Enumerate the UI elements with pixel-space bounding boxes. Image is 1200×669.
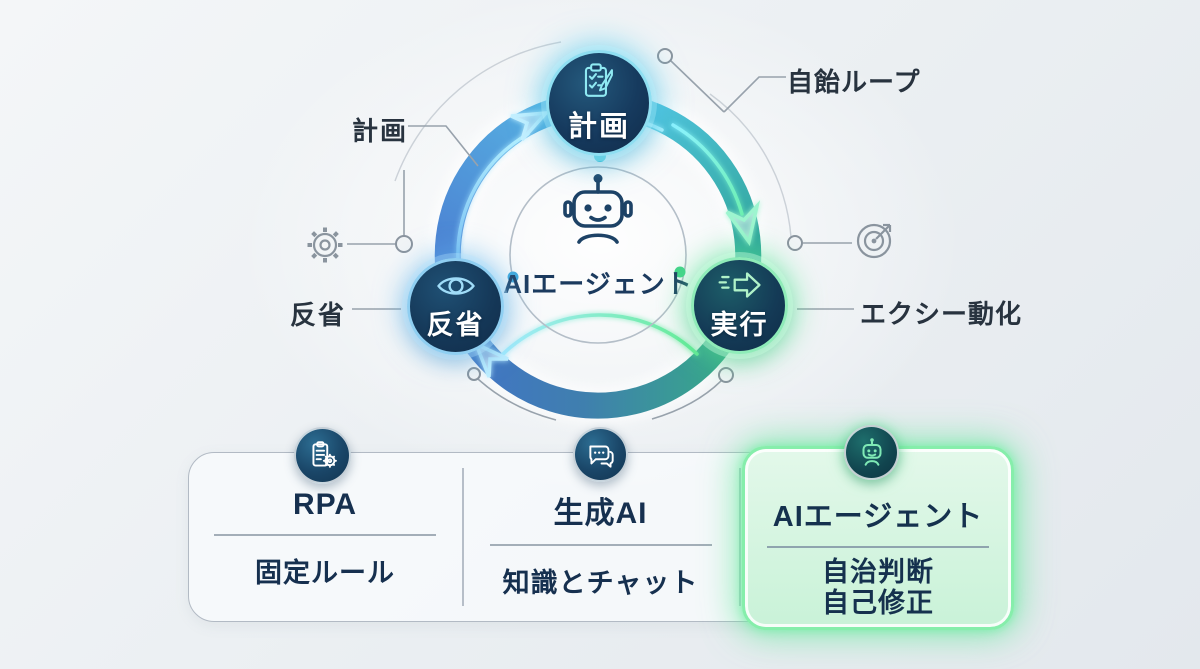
panel-divider-1 — [462, 468, 464, 606]
arrowhead-execute-icon — [725, 200, 761, 247]
card-agent-title: AIエージェント — [772, 501, 984, 533]
node-reflect-label: 反省 — [426, 310, 485, 340]
annotation-reflect: 反省 — [290, 300, 347, 330]
gear-icon — [307, 227, 343, 263]
flow-line-to-plan — [456, 132, 530, 262]
robot-badge-icon — [844, 425, 899, 480]
card-genai-divider — [489, 544, 712, 546]
connector-lines — [347, 60, 854, 421]
robot-icon — [558, 170, 638, 248]
chat-bubbles-icon — [573, 427, 628, 482]
card-genai-title: 生成AI — [553, 497, 648, 530]
inner-circle — [509, 166, 687, 344]
decor-outer-arcs — [394, 41, 792, 238]
node-execute-label: 実行 — [710, 310, 769, 340]
flow-line-to-execute — [671, 123, 744, 216]
eye-icon — [436, 277, 475, 295]
connector-bottom-left — [477, 378, 557, 421]
card-rpa-subtitle: 固定ルール — [255, 557, 395, 588]
center-agent-label: AIエージェント — [503, 269, 693, 299]
card-agent-subtitle-2: 自己修正 — [822, 587, 934, 618]
node-reflect: 反省 — [407, 258, 504, 355]
circuit-nodes — [395, 48, 803, 383]
card-genai: 生成AI 知識とチャット — [462, 452, 739, 622]
card-agent-divider — [767, 546, 989, 548]
arrow-right-icon — [718, 272, 761, 298]
clipboard-check-icon — [584, 63, 613, 97]
annotation-automation: エクシー動化 — [860, 299, 1023, 329]
connector-loop-node — [670, 60, 725, 113]
connector-loop-label — [723, 76, 786, 113]
card-rpa-divider — [214, 534, 436, 536]
card-genai-subtitle: 知識とチャット — [502, 567, 699, 598]
annotation-plan: 計画 — [351, 116, 408, 146]
annotation-loop: 自飴ループ — [787, 67, 921, 97]
target-icon — [856, 223, 892, 259]
card-agent-subtitle-1: 自治判断 — [822, 556, 934, 587]
node-plan-label: 計画 — [567, 111, 630, 143]
flow-arrows — [456, 110, 761, 378]
card-rpa-title: RPA — [292, 488, 358, 521]
connector-plan-label — [408, 125, 479, 167]
node-execute: 実行 — [691, 257, 788, 354]
flow-line-to-reflect — [499, 313, 699, 358]
connector-bottom-right — [651, 379, 723, 420]
panel-divider-2 — [739, 468, 741, 606]
arrowhead-reflect-icon — [472, 340, 509, 378]
clipboard-gear-icon — [294, 427, 351, 484]
arrowhead-plan-icon — [510, 110, 551, 142]
card-rpa: RPA 固定ルール — [188, 452, 462, 622]
node-plan: 計画 — [546, 50, 652, 156]
